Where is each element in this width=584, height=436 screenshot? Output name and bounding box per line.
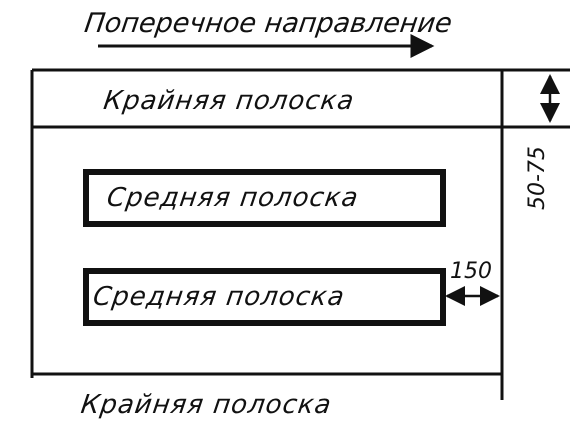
middle-strip-1-box bbox=[83, 169, 446, 227]
middle-strip-2-label: Средняя полоска bbox=[91, 282, 347, 312]
direction-label: Поперечное направление bbox=[83, 8, 455, 39]
middle-strip-1-label: Средняя полоска bbox=[105, 183, 361, 213]
edge-strip-bottom-label: Крайняя полоска bbox=[79, 390, 334, 420]
gap-dimension-label: 150 bbox=[450, 259, 492, 284]
middle-strip-2-box bbox=[83, 268, 446, 326]
edge-strip-top-label: Крайняя полоска bbox=[102, 86, 357, 116]
edge-width-dimension-label: 50-75 bbox=[525, 146, 550, 210]
